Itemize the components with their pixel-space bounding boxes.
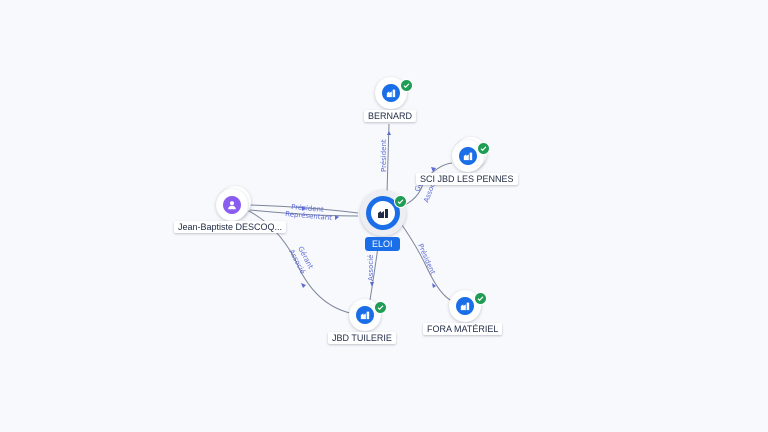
node-label-jbd-tuilerie[interactable]: JBD TUILERIE [328, 332, 396, 344]
edge-arrow [387, 131, 391, 135]
edge-eloi-tuilerie [369, 246, 379, 301]
edge-eloi-bernard [386, 123, 390, 194]
edge-arrow [432, 283, 436, 288]
node-label-jean-baptiste[interactable]: Jean-Baptiste DESCOQ... [174, 221, 287, 233]
building-icon [356, 306, 374, 324]
edge-eloi-fora [399, 221, 453, 302]
verified-check-icon [374, 301, 387, 314]
node-label-eloi[interactable]: ELOI [365, 237, 400, 251]
edge-jb-eloi-president [249, 204, 359, 214]
node-label-fora-materiel[interactable]: FORA MATÉRIEL [423, 323, 503, 335]
edge-arrow [301, 283, 306, 288]
edge-arrow [302, 206, 306, 211]
verified-check-icon [400, 79, 413, 92]
edge-label-eloi-tuilerie: Associé [367, 255, 375, 281]
edge-arrow [370, 282, 374, 287]
edge-label-jb-eloi-president: Président [291, 203, 324, 214]
edge-label-eloi-fora: Président [416, 243, 437, 276]
edge-label-eloi-sci-1: Gé [413, 181, 424, 193]
edge-label-jb-eloi-representant: Représentant [285, 210, 333, 222]
edge-arrow [431, 167, 436, 172]
building-icon [382, 84, 400, 102]
verified-check-icon [394, 195, 407, 208]
node-label-bernard[interactable]: BERNARD [364, 110, 417, 122]
edge-jb-eloi-representant [249, 209, 359, 217]
verified-check-icon [474, 292, 487, 305]
verified-check-icon [477, 142, 490, 155]
person-icon [223, 196, 241, 214]
building-icon [459, 147, 477, 165]
edge-label-eloi-bernard: Président [380, 139, 388, 172]
edge-arrow [335, 215, 339, 220]
building-icon [456, 297, 474, 315]
building-icon [371, 201, 395, 225]
node-label-sci-jbd-les-pennes[interactable]: SCI JBD LES PENNES [416, 173, 518, 185]
